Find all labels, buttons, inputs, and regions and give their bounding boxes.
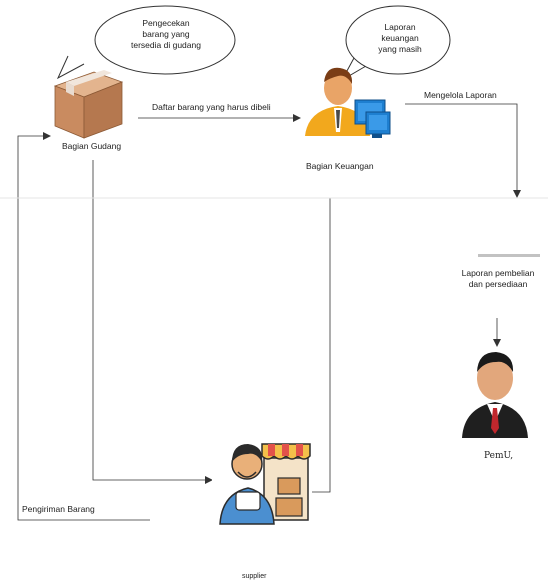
bubble-gudang-text: Pengecekan barang yang tersedia di gudan… <box>131 18 201 50</box>
edge-label-laporan: Laporan pembelian dan persediaan <box>461 268 535 289</box>
speech-bubble-keuangan <box>340 5 451 82</box>
accountant-computer-icon <box>305 67 391 138</box>
smudge-mark <box>478 254 540 257</box>
edge-gudang-supplier-line <box>92 160 213 484</box>
businessman-icon <box>462 352 528 438</box>
node-label-keuangan: Bagian Keuangan <box>306 161 374 171</box>
edge-label-daftar: Daftar barang yang harus dibeli <box>152 102 271 112</box>
node-label-pemilik: PemU, <box>484 451 514 461</box>
speech-bubble-gudang <box>56 5 236 80</box>
edge-pengiriman-line <box>17 132 150 521</box>
connector-lines <box>17 103 521 521</box>
edge-mengelola-line <box>405 103 521 198</box>
edge-label-mengelola: Mengelola Laporan <box>424 90 497 100</box>
node-label-gudang: Bagian Gudang <box>62 141 122 151</box>
edge-label-pengiriman: Pengiriman Barang <box>22 504 95 514</box>
shop-vendor-icon <box>212 432 312 526</box>
box-icon <box>53 70 124 139</box>
node-label-supplier: supplier <box>242 573 267 580</box>
bubble-keuangan-text: Laporan keuangan yang masih <box>378 22 422 54</box>
